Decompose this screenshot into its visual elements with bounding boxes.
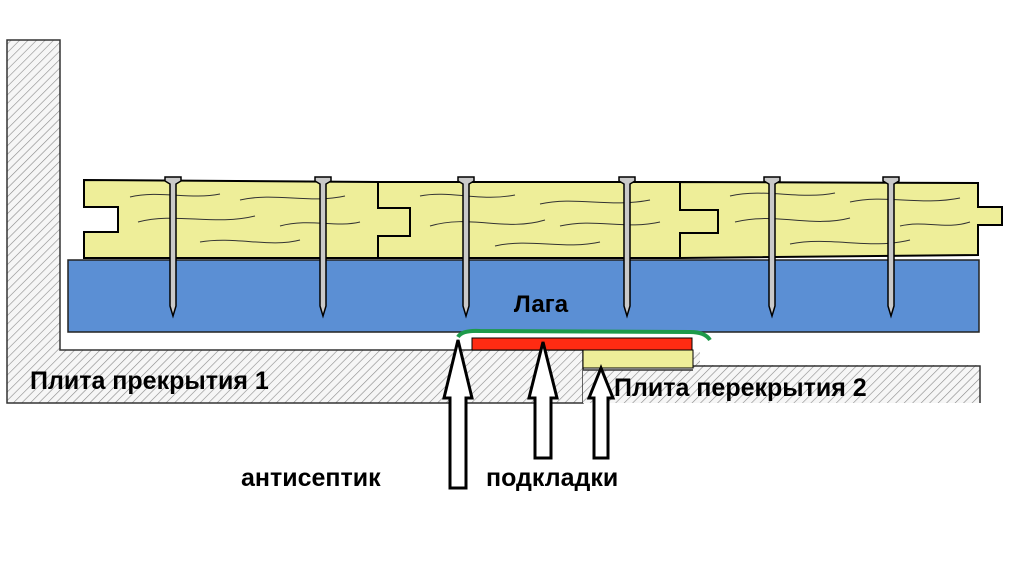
slab-1-label: Плита прекрытия 1 bbox=[30, 367, 269, 395]
slab-2-label: Плита перекрытия 2 bbox=[614, 374, 867, 402]
arrow-shim-red bbox=[527, 341, 559, 460]
nail-4 bbox=[618, 176, 636, 319]
floor-board-1 bbox=[83, 178, 411, 259]
arrow-antiseptic bbox=[442, 339, 474, 490]
shim-yellow bbox=[582, 349, 694, 369]
slab-2-top-strip bbox=[700, 352, 980, 365]
nail-6 bbox=[882, 176, 900, 319]
nail-1 bbox=[164, 176, 182, 319]
nails bbox=[164, 176, 900, 319]
arrows bbox=[442, 339, 616, 490]
nail-5 bbox=[763, 176, 781, 319]
floor-board-2 bbox=[377, 181, 719, 259]
shim-red bbox=[471, 337, 693, 351]
antiseptic-label: антисептик bbox=[241, 464, 381, 492]
nail-3 bbox=[457, 176, 475, 319]
floor-boards bbox=[83, 178, 1003, 260]
beam-label: Лага bbox=[514, 291, 569, 318]
arrow-shim-yellow bbox=[586, 363, 616, 460]
beam bbox=[67, 259, 980, 333]
antiseptic-coating-line bbox=[456, 328, 712, 342]
nail-2 bbox=[314, 176, 332, 319]
shims-label: подкладки bbox=[486, 464, 618, 492]
